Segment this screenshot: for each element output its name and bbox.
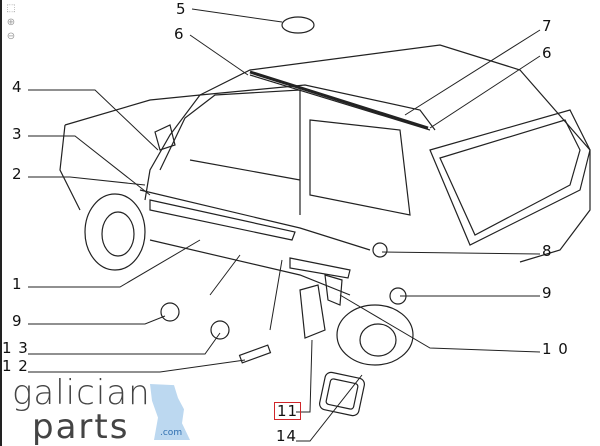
callout-7[interactable]: 7 bbox=[542, 17, 553, 35]
callout-12[interactable]: 1 2 bbox=[2, 357, 29, 375]
viewer-border bbox=[0, 0, 2, 446]
watermark-suffix: .com bbox=[160, 428, 183, 438]
watermark-line2: parts bbox=[32, 407, 130, 446]
zoom-out-icon[interactable]: ⊖ bbox=[6, 31, 16, 42]
callout-1[interactable]: 1 bbox=[12, 275, 23, 293]
callout-14[interactable]: 14 bbox=[276, 427, 298, 445]
callout-9[interactable]: 9 bbox=[12, 312, 23, 330]
callout-4[interactable]: 4 bbox=[12, 78, 23, 96]
watermark-line1: galician bbox=[12, 373, 151, 413]
callout-9[interactable]: 9 bbox=[542, 284, 553, 302]
callout-3[interactable]: 3 bbox=[12, 125, 23, 143]
callout-8[interactable]: 8 bbox=[542, 242, 553, 260]
callout-13[interactable]: 1 3 bbox=[2, 339, 29, 357]
callout-6[interactable]: 6 bbox=[542, 44, 553, 62]
galicianparts-watermark: galician parts .com bbox=[10, 376, 210, 444]
zoom-in-icon[interactable]: ⊕ bbox=[6, 17, 16, 28]
callout-10[interactable]: 1 0 bbox=[542, 340, 569, 358]
callout-2[interactable]: 2 bbox=[12, 165, 23, 183]
callout-11-highlighted[interactable]: 11 bbox=[274, 402, 302, 420]
callout-5[interactable]: 5 bbox=[176, 0, 187, 18]
callout-6[interactable]: 6 bbox=[174, 25, 185, 43]
fit-page-icon[interactable]: ⬚ bbox=[6, 3, 16, 14]
